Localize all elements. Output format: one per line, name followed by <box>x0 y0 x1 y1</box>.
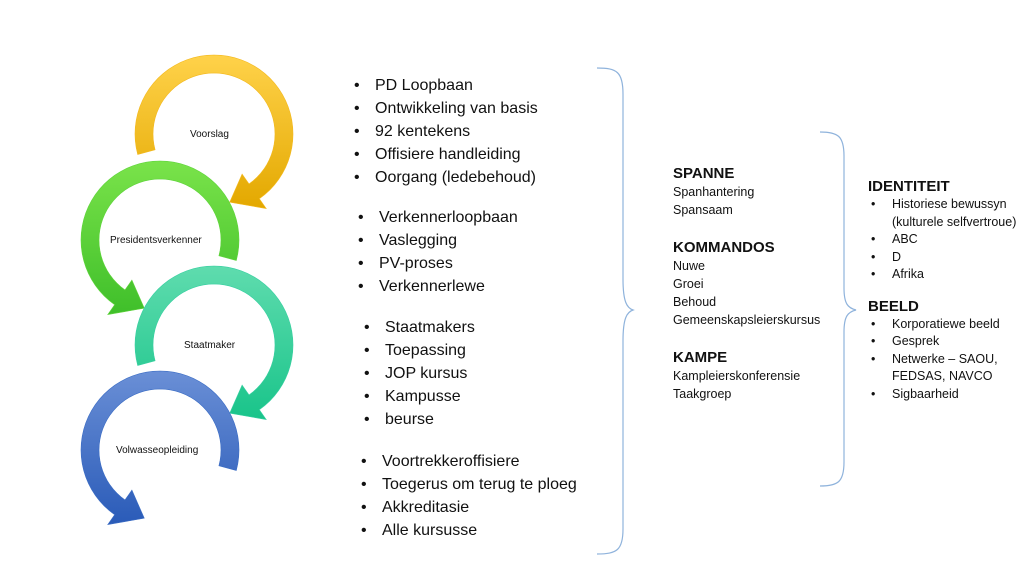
brace-left <box>596 67 635 555</box>
stage-label-voorslag: Voorslag <box>190 129 229 140</box>
list-item: Sigbaarheid <box>868 386 1018 404</box>
identiteit-list: Historiese bewussyn (kulturele selfvertr… <box>868 196 1018 284</box>
list-voortrekkeroffisiere: Voortrekkeroffisiere Toegerus om terug t… <box>358 450 577 542</box>
list-item: Kampusse <box>361 385 475 408</box>
group-line: Spansaam <box>673 203 733 217</box>
list-item: Oorgang (ledebehoud) <box>351 166 538 189</box>
middle-column: SPANNE Spanhantering Spansaam KOMMANDOS … <box>673 165 820 403</box>
list-item: Staatmakers <box>361 316 475 339</box>
stage-arrow-3 <box>134 265 294 420</box>
group-heading-kampe: KAMPE <box>673 349 728 366</box>
group-line: Behoud <box>673 295 717 309</box>
list-item: Alle kursusse <box>358 519 577 542</box>
stage-arrow-4 <box>80 370 240 525</box>
list-item: Toepassing <box>361 339 475 362</box>
list-item: Historiese bewussyn (kulturele selfvertr… <box>868 196 1018 231</box>
stage-label-staatmaker: Staatmaker <box>184 340 236 351</box>
list-item: Akkreditasie <box>358 496 577 519</box>
group-line: Spanhantering <box>673 185 755 199</box>
group-heading-beeld: BEELD <box>868 297 919 315</box>
list-item: 92 kentekens <box>351 120 538 143</box>
list-item: Vaslegging <box>355 229 518 252</box>
list-item: Netwerke – SAOU, FEDSAS, NAVCO <box>868 351 1018 386</box>
list-item: Korporatiewe beeld <box>868 316 1018 334</box>
group-line: Groei <box>673 277 704 291</box>
list-item: D <box>868 249 1018 267</box>
group-heading-kommandos: KOMMANDOS <box>673 239 775 256</box>
list-item: ABC <box>868 231 1018 249</box>
list-item: Voortrekkeroffisiere <box>358 450 577 473</box>
list-staatmakers: Staatmakers Toepassing JOP kursus Kampus… <box>361 316 475 431</box>
list-item: Ontwikkeling van basis <box>351 97 538 120</box>
list-item: Offisiere handleiding <box>351 143 538 166</box>
list-pd-loopbaan: PD Loopbaan Ontwikkeling van basis 92 ke… <box>351 74 538 189</box>
stage-label-volwasseopleiding: Volwasseopleiding <box>116 445 199 456</box>
group-line: Taakgroep <box>673 387 732 401</box>
list-item: PD Loopbaan <box>351 74 538 97</box>
group-heading-identiteit: IDENTITEIT <box>868 178 950 195</box>
group-line: Nuwe <box>673 259 705 273</box>
beeld-list: Korporatiewe beeld Gesprek Netwerke – SA… <box>868 316 1018 404</box>
list-item: JOP kursus <box>361 362 475 385</box>
list-item: Afrika <box>868 266 1018 284</box>
list-item: beurse <box>361 408 475 431</box>
group-line: Kampleierskonferensie <box>673 369 801 383</box>
list-item: Verkennerlewe <box>355 275 518 298</box>
list-verkennerloopbaan: Verkennerloopbaan Vaslegging PV-proses V… <box>355 206 518 298</box>
list-item: Gesprek <box>868 333 1018 351</box>
right-column: IDENTITEIT Historiese bewussyn (kulturel… <box>868 178 1018 403</box>
list-item: PV-proses <box>355 252 518 275</box>
stage-label-presidentsverkenner: Presidentsverkenner <box>110 235 202 246</box>
process-arrows <box>80 54 294 525</box>
brace-right <box>819 131 857 487</box>
group-line: Gemeenskapsleierskursus <box>673 313 821 327</box>
stage-arrow-2 <box>80 160 240 315</box>
list-item: Toegerus om terug te ploeg <box>358 473 577 496</box>
group-heading-spanne: SPANNE <box>673 165 735 182</box>
list-item: Verkennerloopbaan <box>355 206 518 229</box>
stage-arrow-1 <box>134 54 294 209</box>
